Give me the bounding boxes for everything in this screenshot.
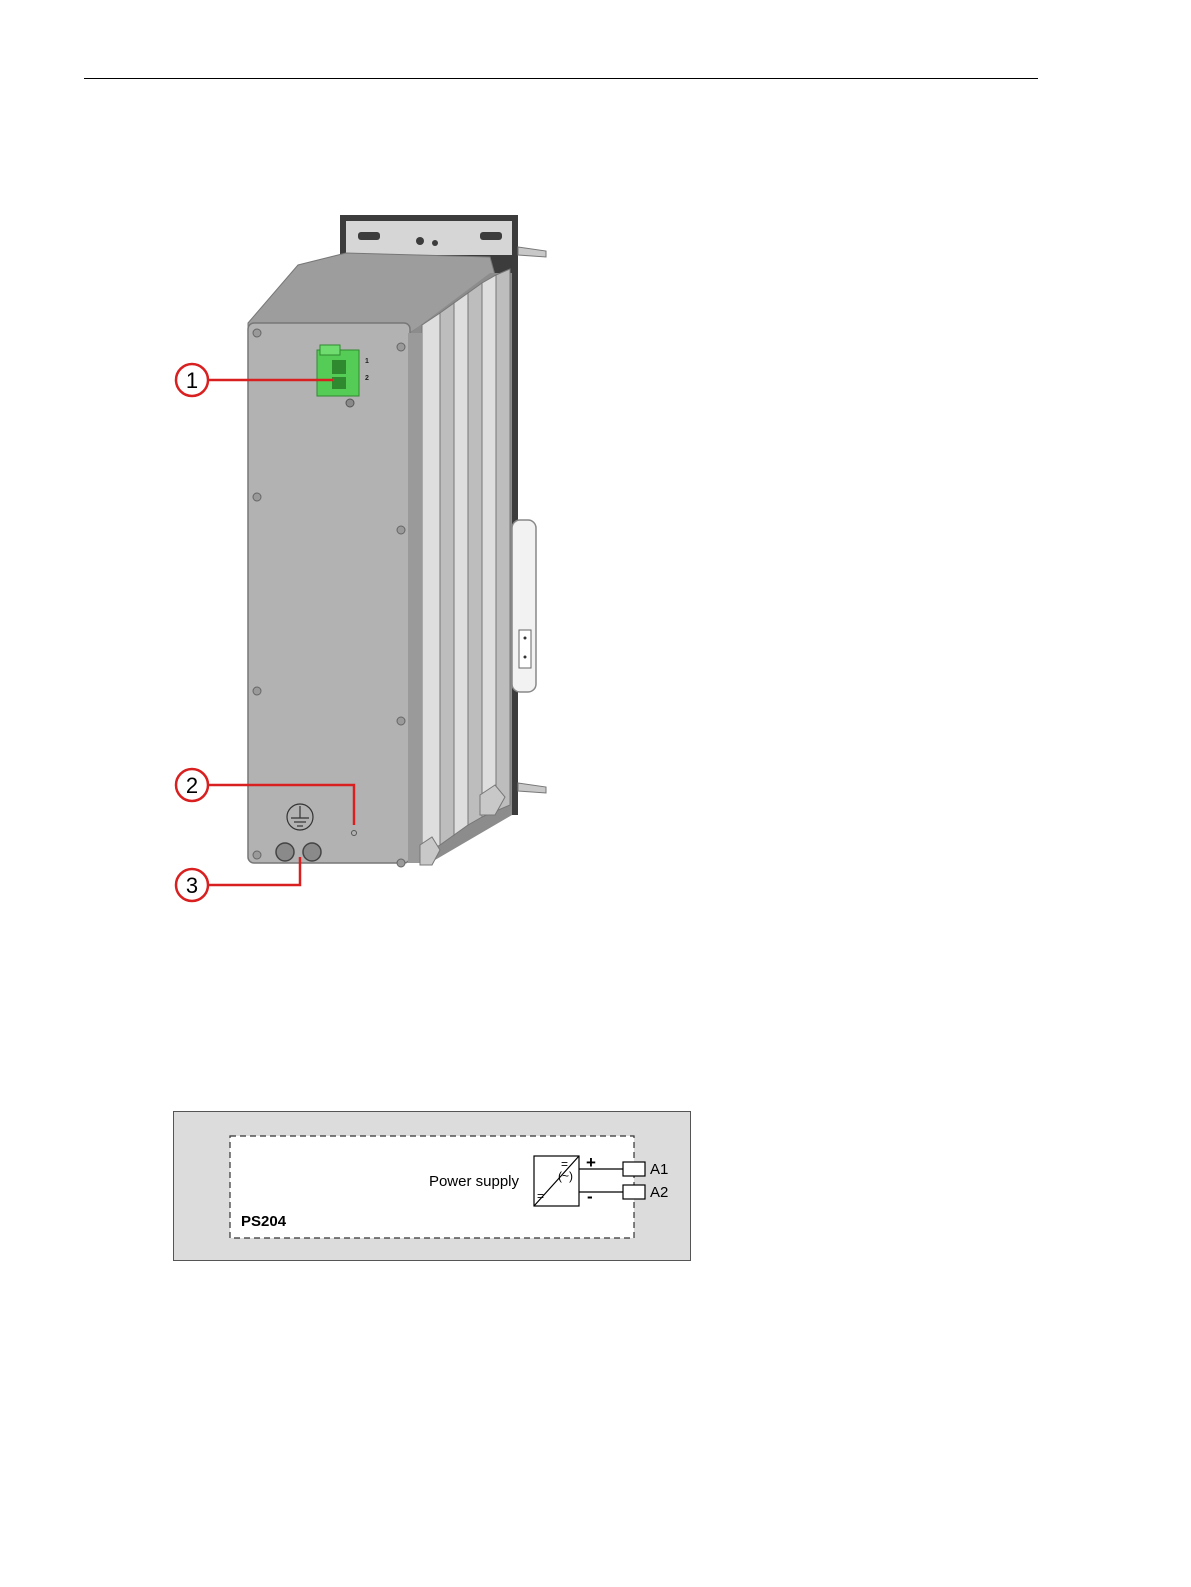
function-label: Power supply [429,1173,520,1190]
device-illustration: 1 2 1 2 3 [150,205,570,925]
housing-front [248,323,410,863]
minus-sign: - [587,1187,593,1206]
mounting-tab-top [518,247,546,257]
callout-1-label: 1 [186,368,198,393]
connector-terminal-2: 2 [365,375,369,382]
cooling-fins [410,269,512,860]
connector-terminal-1: 1 [365,358,369,365]
mounting-tab-bottom [518,783,546,793]
ac-symbol: (~) [558,1169,573,1183]
block-label: PS204 [241,1213,287,1230]
terminal-a2-label: A2 [650,1184,668,1201]
terminal-a1 [623,1162,645,1176]
terminal-a1-label: A1 [650,1161,668,1178]
converter-symbol: = (~) = [534,1156,579,1206]
dc-symbol-bottom: = [537,1189,544,1203]
wiring-diagram: PS204 Power supply = (~) = + - A1 A2 [173,1111,691,1261]
callout-2-label: 2 [186,773,198,798]
header-rule [84,78,1038,79]
terminal-a2 [623,1185,645,1199]
callout-3-label: 3 [186,873,198,898]
